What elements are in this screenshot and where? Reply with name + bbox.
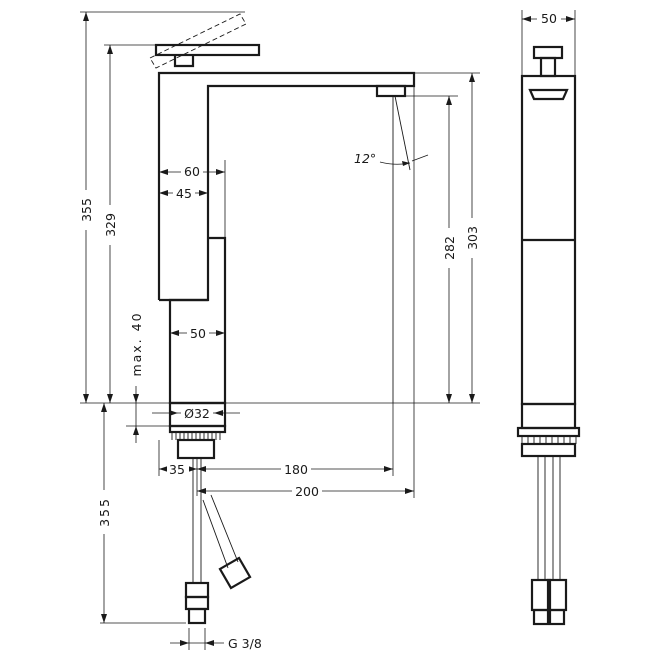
- dimension-labels: 355 329 303 282 60 45 50 max. 40 Ø32 35 …: [78, 11, 561, 651]
- dimension-lines: [80, 10, 576, 650]
- faucet-side-view: [516, 45, 581, 626]
- dim-180: 180: [284, 462, 308, 477]
- dim-200: 200: [295, 484, 319, 499]
- dim-total-height: 355: [79, 198, 94, 222]
- dim-60: 60: [184, 164, 200, 179]
- dim-35: 35: [169, 462, 185, 477]
- lever-handle: [149, 13, 261, 69]
- dim-deck-thickness: max. 40: [129, 311, 144, 376]
- dim-thread-diameter: Ø32: [184, 406, 210, 421]
- dim-connection: G 3/8: [228, 636, 262, 651]
- supply-hoses: [184, 458, 252, 625]
- dim-hose-length: 355: [97, 497, 112, 527]
- dim-side-width: 50: [541, 11, 557, 26]
- dim-303: 303: [465, 226, 480, 250]
- dim-45: 45: [176, 186, 192, 201]
- dim-jet-angle: 12°: [354, 151, 376, 166]
- dim-329: 329: [103, 213, 118, 237]
- dim-282: 282: [442, 236, 457, 260]
- dim-50-base: 50: [190, 326, 206, 341]
- faucet-front-view: [80, 13, 480, 625]
